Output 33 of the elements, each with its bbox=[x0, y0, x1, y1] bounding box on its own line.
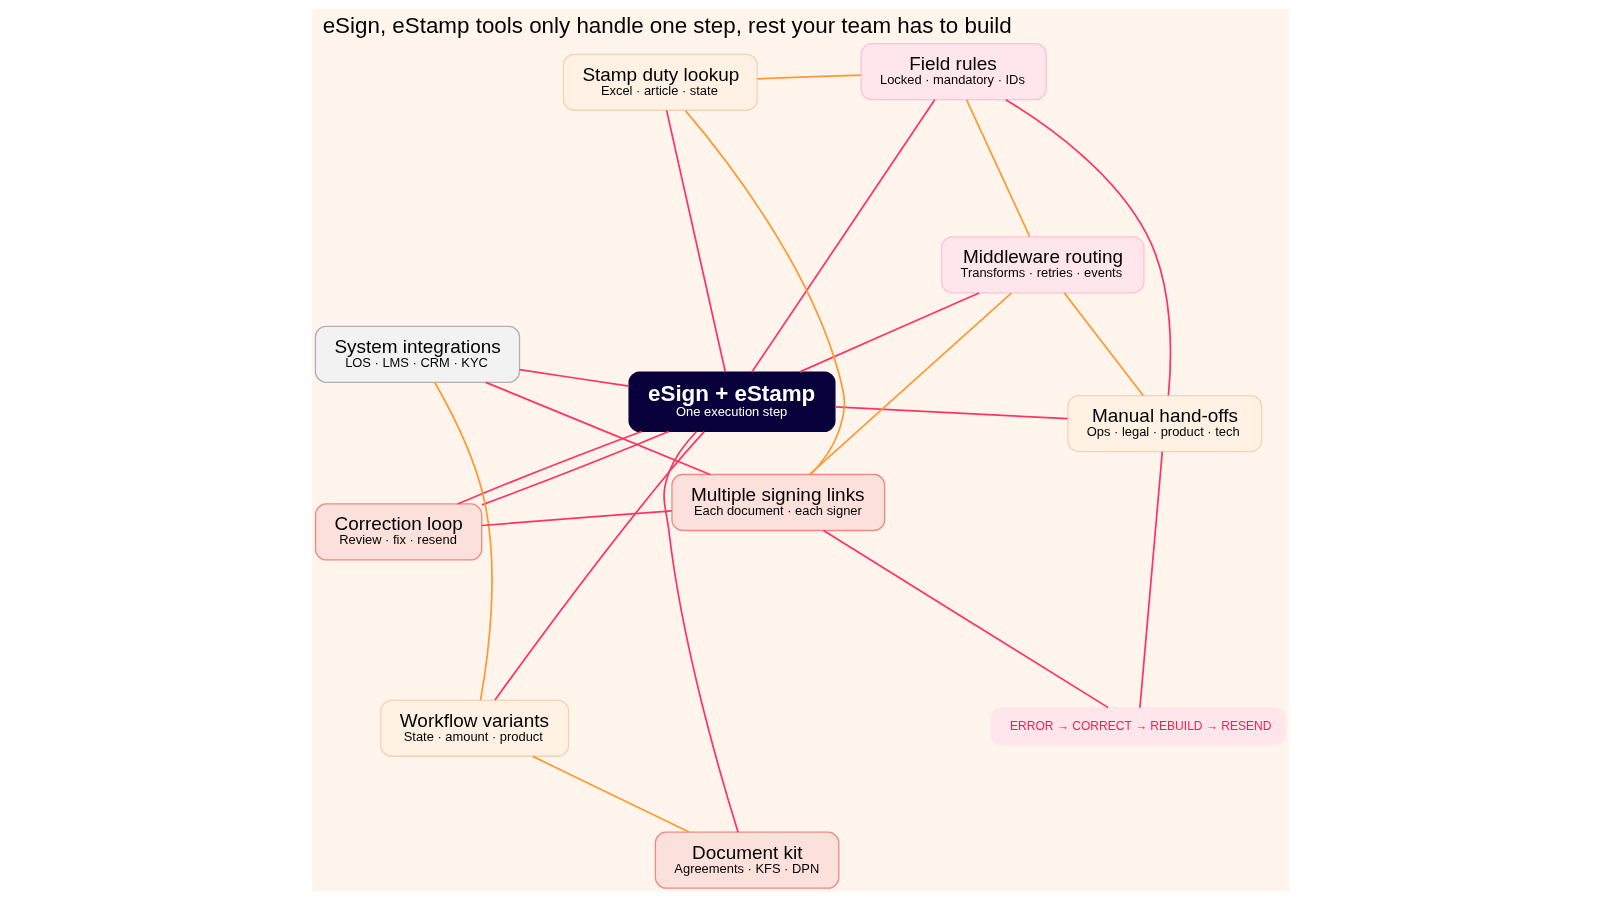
connector bbox=[480, 430, 669, 506]
connector bbox=[662, 430, 739, 833]
connector bbox=[750, 98, 936, 373]
node-box: Manual hand-offs Ops · legal · product · tech bbox=[1066, 394, 1262, 453]
node-box: Stamp duty lookup Excel · article · state bbox=[562, 53, 758, 111]
connector bbox=[798, 292, 980, 373]
node-box: Middleware routing Transforms · retries · events bbox=[940, 236, 1145, 294]
connector bbox=[755, 74, 862, 80]
connector bbox=[822, 529, 1109, 709]
connector bbox=[518, 368, 630, 388]
connector bbox=[833, 406, 1068, 420]
node-box: System integrations LOS · LMS · CRM · KYC bbox=[314, 325, 520, 383]
connector bbox=[484, 381, 711, 476]
connector bbox=[480, 509, 673, 527]
node-box: Multiple signing links Each document · each signer bbox=[670, 473, 885, 532]
connector bbox=[531, 755, 690, 833]
connector bbox=[1138, 450, 1163, 709]
node-box: eSign + eStamp One execution step bbox=[627, 371, 836, 433]
node-box: Field rules Locked · mandatory · IDs bbox=[859, 43, 1047, 101]
connector bbox=[684, 109, 845, 476]
diagram-title: eSign, eStamp tools only handle one step, rest your team has to build bbox=[322, 13, 1012, 39]
node-box: Document kit Agreements · KFS · DPN bbox=[654, 831, 839, 889]
connector bbox=[493, 430, 705, 701]
node-box: Correction loop Review · fix · resend bbox=[314, 503, 482, 561]
connector bbox=[808, 292, 1012, 476]
connector bbox=[965, 98, 1031, 238]
connector bbox=[1004, 98, 1171, 397]
connector bbox=[433, 381, 493, 702]
connector bbox=[456, 430, 642, 505]
node-box: Workflow variants State · amount · product bbox=[379, 699, 569, 757]
node-box: ERROR → CORRECT → REBUILD → RESEND bbox=[989, 707, 1286, 746]
connector bbox=[665, 109, 726, 373]
connector bbox=[1062, 292, 1144, 397]
